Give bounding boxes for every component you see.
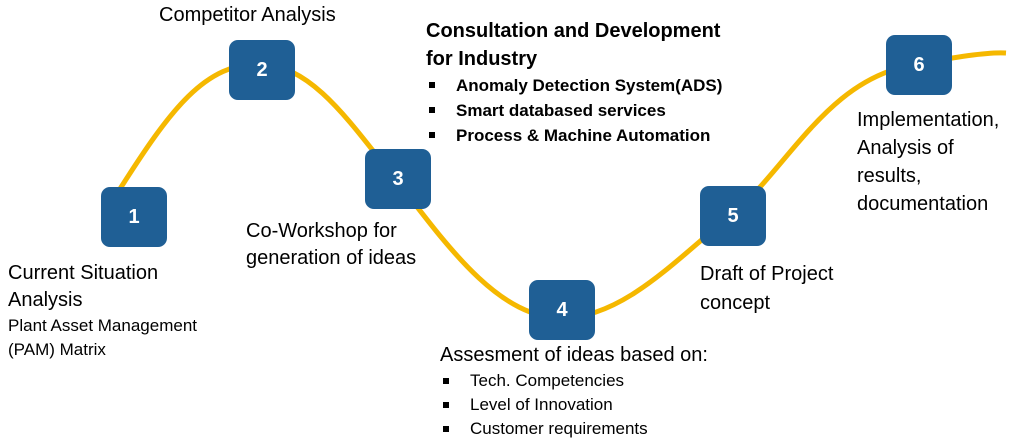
step-4-bullet: Customer requirements [440,417,708,441]
step-3-box: 3 [365,149,431,209]
step-3-title-line: generation of ideas [246,247,417,269]
step-1-detail: Plant Asset Management [8,316,198,335]
step-5-title-line: Draft of Project [700,263,834,285]
step-1-box: 1 [101,187,167,247]
step-6-label: Implementation, Analysis of results, doc… [857,106,999,218]
step-6-title-line: Implementation, [857,109,1000,131]
step-2-box: 2 [229,40,295,100]
step-4-label: Assesment of ideas based on: Tech. Compe… [440,342,708,441]
consultation-block: Consultation and Development for Industr… [426,17,722,148]
consultation-bullet: Anomaly Detection System(ADS) [426,73,722,98]
step-6-title-line: Analysis of [857,137,954,159]
step-1-title-line: Analysis [8,289,83,311]
step-3-label: Co-Workshop for generation of ideas [246,218,416,272]
step-3-title-line: Co-Workshop for [246,220,397,242]
step-4-bullet: Tech. Competencies [440,369,708,393]
step-4-title: Assesment of ideas based on: [440,344,708,366]
step-5-box: 5 [700,186,766,246]
step-1-label: Current Situation Analysis Plant Asset M… [8,260,197,362]
step-4-bullet: Level of Innovation [440,393,708,417]
consultation-bullet: Smart databased services [426,98,722,123]
step-2-label: Competitor Analysis [159,4,336,26]
step-1-title-line: Current Situation [8,262,159,284]
step-5-label: Draft of Project concept [700,260,833,318]
step-6-title-line: documentation [857,193,989,215]
consultation-bullet: Process & Machine Automation [426,123,722,148]
consultation-title-line: Consultation and Development [426,20,721,42]
step-6-title-line: results, [857,165,922,187]
step-6-box: 6 [886,35,952,95]
step-1-detail: (PAM) Matrix [8,340,106,359]
consultation-title-line: for Industry [426,48,538,70]
step-4-box: 4 [529,280,595,340]
step-5-title-line: concept [700,292,771,314]
